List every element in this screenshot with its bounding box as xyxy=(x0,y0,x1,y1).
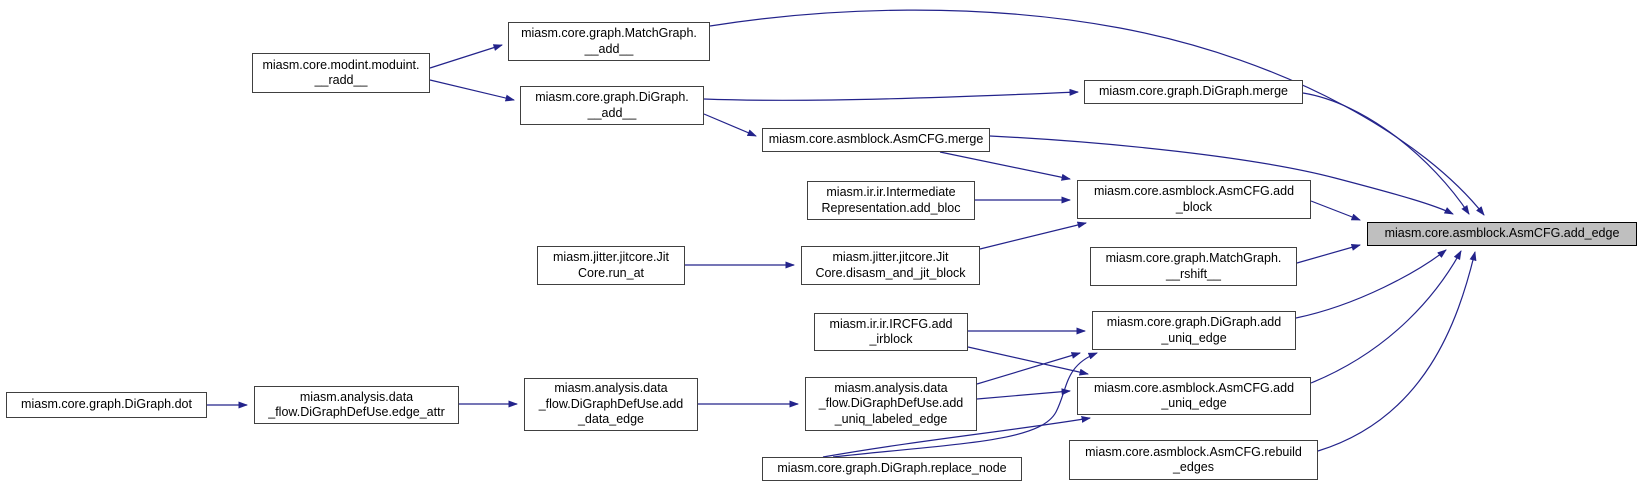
graph-node-asmcfg-rebuild-edges[interactable]: miasm.core.asmblock.AsmCFG.rebuild_edges xyxy=(1069,440,1318,480)
edge-group xyxy=(207,9,1485,458)
graph-node-asmcfg-add-edge: miasm.core.asmblock.AsmCFG.add_edge xyxy=(1367,222,1637,246)
node-label-line: _uniq_edge xyxy=(1161,396,1227,410)
edge-moduint-radd-to-digraph-add xyxy=(429,79,515,102)
node-label-line: _flow.DiGraphDefUse.edge_attr xyxy=(268,405,445,419)
graph-node-digraph-add[interactable]: miasm.core.graph.DiGraph.__add__ xyxy=(520,86,704,125)
graph-node-defuse-edge-attr[interactable]: miasm.analysis.data_flow.DiGraphDefUse.e… xyxy=(254,386,459,424)
edge-digraph-add-to-asmcfg-merge xyxy=(703,113,757,137)
node-label-line: _data_edge xyxy=(577,412,645,427)
node-label-line: _edges xyxy=(1172,460,1214,474)
edge-matchgraph-rshift-to-asmcfg-add-edge xyxy=(1296,243,1361,264)
node-label-line: __add__ xyxy=(584,41,634,56)
node-label-line: miasm.core.asmblock.AsmCFG.rebuild xyxy=(1085,444,1302,459)
node-label-line: _flow.DiGraphDefUse.add xyxy=(818,396,964,411)
edge-digraph-replace-node-to-digraph-uniq-edge xyxy=(832,352,1098,458)
node-label-line: miasm.analysis.data xyxy=(834,380,948,395)
node-label-line: miasm.ir.ir.IRCFG.add xyxy=(829,316,953,331)
graph-node-defuse-uniq-labeled[interactable]: miasm.analysis.data_flow.DiGraphDefUse.a… xyxy=(805,377,977,431)
node-label-line: _uniq_labeled_edge xyxy=(834,411,948,426)
graph-node-defuse-add-data-edge[interactable]: miasm.analysis.data_flow.DiGraphDefUse.a… xyxy=(524,378,698,431)
node-label-line: __radd__ xyxy=(314,73,368,87)
node-label-line: miasm.core.graph.DiGraph.replace_node xyxy=(777,461,1007,476)
node-label-line: miasm.core.graph.DiGraph.dot xyxy=(21,397,192,412)
graph-node-digraph-merge[interactable]: miasm.core.graph.DiGraph.merge xyxy=(1084,80,1303,104)
edge-digraph-replace-node-to-asmcfg-uniq-edge xyxy=(822,415,1091,458)
edge-matchgraph-add-to-asmcfg-add-edge xyxy=(709,9,1485,216)
graph-node-digraph-uniq-edge[interactable]: miasm.core.graph.DiGraph.add_uniq_edge xyxy=(1092,311,1296,350)
node-label-line: miasm.core.graph.DiGraph.merge xyxy=(1099,84,1288,99)
graph-node-asmcfg-add-block[interactable]: miasm.core.asmblock.AsmCFG.add_block xyxy=(1077,180,1311,219)
node-label-line: miasm.jitter.jitcore.Jit xyxy=(832,250,949,264)
graph-node-matchgraph-add[interactable]: miasm.core.graph.MatchGraph.__add__ xyxy=(508,22,710,61)
node-label-line: miasm.core.graph.DiGraph.add xyxy=(1106,315,1282,329)
node-label-line: __add__ xyxy=(587,105,637,120)
graph-node-asmcfg-merge[interactable]: miasm.core.asmblock.AsmCFG.merge xyxy=(762,128,990,152)
node-label-line: _flow.DiGraphDefUse.add xyxy=(538,396,684,411)
node-label-line: _block xyxy=(1175,199,1213,214)
edge-asmcfg-merge-to-asmcfg-add-block xyxy=(939,151,1071,181)
graph-node-moduint-radd[interactable]: miasm.core.modint.moduint.__radd__ xyxy=(252,53,430,93)
edge-defuse-uniq-labeled-to-digraph-uniq-edge xyxy=(976,352,1081,385)
edge-asmcfg-add-block-to-asmcfg-add-edge xyxy=(1310,200,1361,221)
node-label-line: Core.run_at xyxy=(577,265,644,280)
node-label-line: Core.disasm_and_jit_block xyxy=(815,265,966,280)
node-label-line: miasm.core.asmblock.AsmCFG.merge xyxy=(768,132,984,147)
edge-asmcfg-uniq-edge-to-asmcfg-add-edge xyxy=(1310,250,1462,384)
edge-digraph-uniq-edge-to-asmcfg-add-edge xyxy=(1295,249,1447,319)
edge-asmcfg-merge-to-asmcfg-add-edge xyxy=(989,135,1454,215)
graph-node-asmcfg-uniq-edge[interactable]: miasm.core.asmblock.AsmCFG.add_uniq_edge xyxy=(1077,377,1311,415)
node-label-line: miasm.ir.ir.Intermediate xyxy=(826,185,956,199)
node-label-line: miasm.core.asmblock.AsmCFG.add_edge xyxy=(1384,226,1620,241)
graph-node-matchgraph-rshift[interactable]: miasm.core.graph.MatchGraph.__rshift__ xyxy=(1090,247,1297,286)
edge-defuse-uniq-labeled-to-asmcfg-uniq-edge xyxy=(976,388,1071,400)
graph-node-digraph-replace-node[interactable]: miasm.core.graph.DiGraph.replace_node xyxy=(762,457,1022,481)
node-label-line: miasm.core.graph.MatchGraph. xyxy=(521,26,697,40)
node-label-line: _uniq_edge xyxy=(1161,330,1227,345)
node-label-line: miasm.core.graph.DiGraph. xyxy=(535,90,689,104)
node-label-line: miasm.core.graph.MatchGraph. xyxy=(1105,251,1282,265)
node-label-line: _irblock xyxy=(869,332,913,346)
node-label-line: miasm.core.modint.moduint. xyxy=(262,57,420,72)
edge-ircfg-add-irblock-to-asmcfg-uniq-edge xyxy=(967,346,1089,376)
node-label-line: miasm.analysis.data xyxy=(554,381,668,396)
node-label-line: miasm.analysis.data xyxy=(299,389,414,404)
edge-jitcore-disasm-to-asmcfg-add-block xyxy=(979,221,1087,250)
edge-moduint-radd-to-matchgraph-add xyxy=(429,44,503,69)
edge-asmcfg-rebuild-edges-to-asmcfg-add-edge xyxy=(1317,251,1477,452)
node-label-line: miasm.jitter.jitcore.Jit xyxy=(553,250,669,264)
graph-node-digraph-dot[interactable]: miasm.core.graph.DiGraph.dot xyxy=(6,392,207,418)
graph-node-ircfg-add-irblock[interactable]: miasm.ir.ir.IRCFG.add_irblock xyxy=(814,313,968,351)
node-label-line: miasm.core.asmblock.AsmCFG.add xyxy=(1093,380,1295,395)
node-label-line: Representation.add_bloc xyxy=(821,200,961,215)
edge-digraph-merge-to-asmcfg-add-edge xyxy=(1302,92,1470,215)
edge-digraph-add-to-digraph-merge xyxy=(703,88,1079,101)
node-label-line: miasm.core.asmblock.AsmCFG.add xyxy=(1093,184,1295,198)
node-label-line: __rshift__ xyxy=(1166,266,1221,281)
